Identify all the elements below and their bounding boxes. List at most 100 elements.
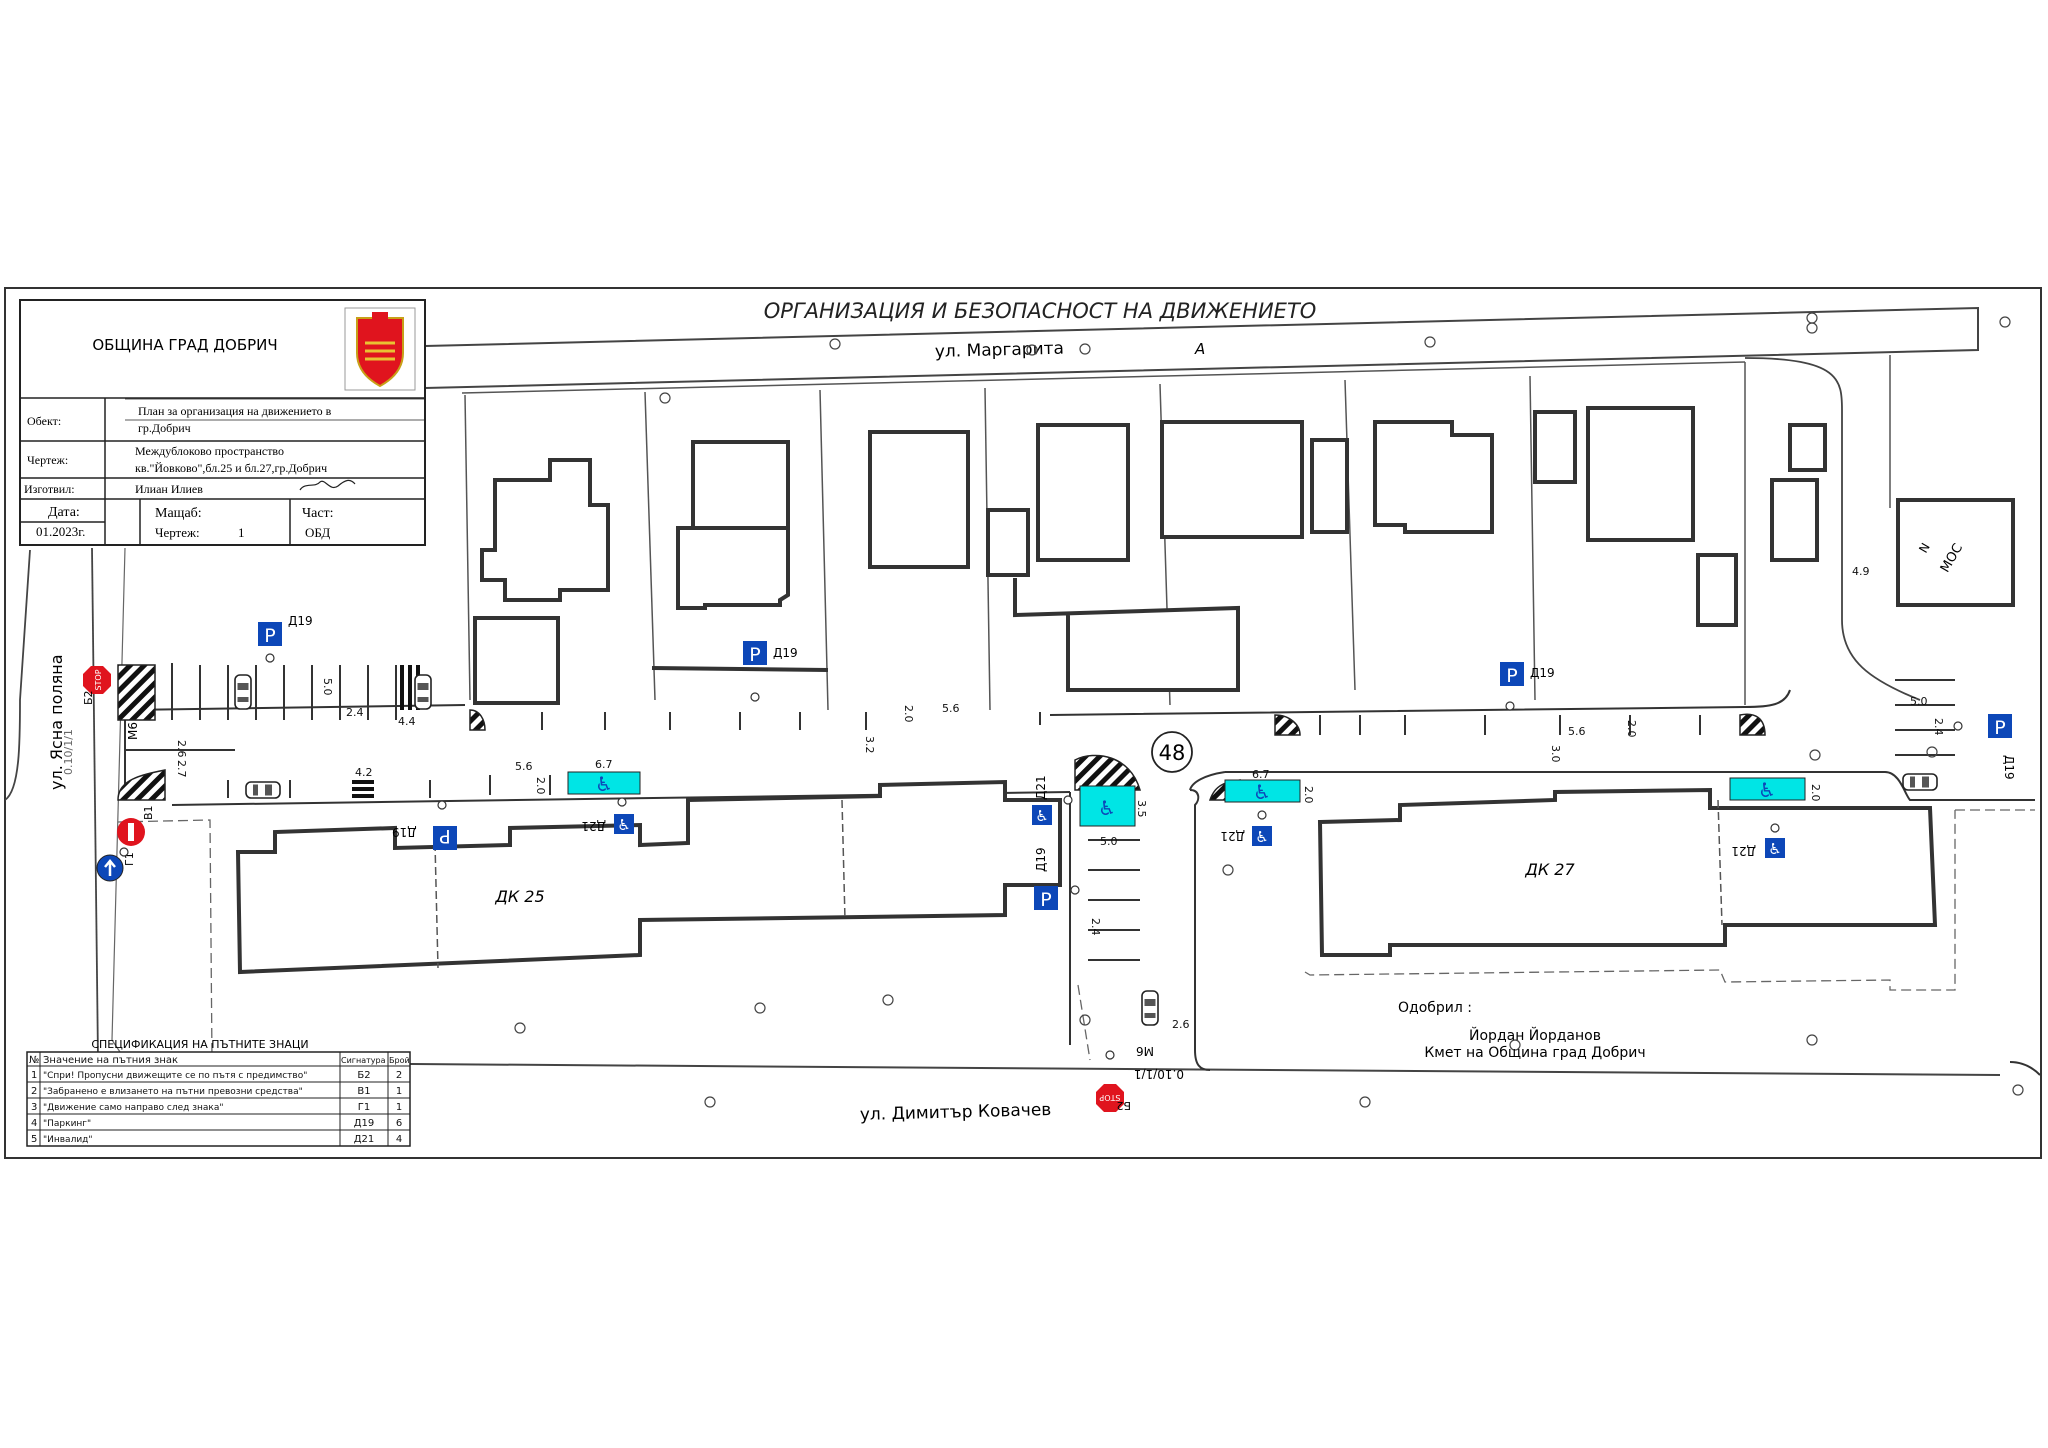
drawing-title: ОРГАНИЗАЦИЯ И БЕЗОПАСНОСТ НА ДВИЖЕНИЕТО	[764, 299, 1317, 323]
parking-sign: P	[1988, 714, 2012, 739]
svg-text:3.5: 3.5	[1135, 800, 1148, 818]
hatched-islands	[117, 664, 1766, 801]
tb-sheet-label: Чертеж:	[155, 525, 200, 540]
sign-b2-label-west: Б2	[82, 690, 95, 705]
svg-text:4: 4	[31, 1118, 37, 1129]
svg-text:В1: В1	[357, 1086, 370, 1097]
block-27-divider	[1717, 799, 1723, 926]
svg-text:♿: ♿	[1255, 828, 1268, 846]
marking-label-west: 0.10/1/1	[62, 729, 75, 775]
svg-text:P: P	[264, 625, 275, 647]
sign-d19-label-4: Д19	[2002, 755, 2016, 780]
parking-sign: P	[433, 825, 457, 850]
north-buildings	[473, 406, 2015, 705]
block-dashed-boundaries	[117, 809, 2035, 1061]
tb-drawing-value-1: Междублоково пространство	[135, 444, 284, 458]
svg-text:P: P	[439, 825, 450, 847]
tb-signature	[299, 479, 356, 491]
street-label-south: ул. Димитър Ковачев	[860, 1100, 1052, 1125]
svg-text:3.2: 3.2	[863, 736, 876, 754]
north-parking-strokes	[125, 663, 1955, 756]
sign-d19-label-3: Д19	[1530, 666, 1555, 680]
sign-d19-label-2: Д19	[773, 646, 798, 660]
svg-text:Д19: Д19	[354, 1118, 375, 1129]
svg-text:5.0: 5.0	[1100, 835, 1118, 848]
svg-text:5.6: 5.6	[515, 760, 533, 773]
sign-b1-label: В1	[142, 805, 155, 820]
tb-author-value: Илиан Илиев	[135, 482, 203, 496]
svg-text:2.4: 2.4	[1089, 918, 1102, 936]
svg-text:Г1: Г1	[358, 1102, 370, 1113]
svg-text:P: P	[1040, 889, 1051, 911]
svg-text:6.7: 6.7	[1252, 768, 1270, 781]
north-arrow-letter: А	[1194, 340, 1205, 358]
marking-label-south: 0.10/1/1	[1134, 1067, 1184, 1081]
tb-sheet-value: 1	[238, 525, 245, 540]
svg-text:1: 1	[396, 1086, 402, 1097]
m6-label-west: М6	[126, 722, 140, 740]
svg-text:STOP: STOP	[94, 669, 103, 690]
svg-text:3.0: 3.0	[1549, 745, 1562, 763]
svg-text:4.2: 4.2	[355, 766, 373, 779]
svg-text:"Движение само направо след зн: "Движение само направо след знака"	[43, 1103, 224, 1113]
sign-d21-label-2: Д21	[1034, 775, 1048, 800]
svg-text:2.6: 2.6	[175, 740, 188, 758]
spec-header-no: №	[29, 1055, 39, 1066]
parking-sign: P	[1034, 886, 1058, 911]
sign-posts	[119, 653, 1963, 1060]
svg-text:2.0: 2.0	[534, 777, 547, 795]
title-block-org: ОБЩИНА ГРАД ДОБРИЧ	[92, 336, 277, 354]
street-east-edge	[1744, 357, 1921, 701]
dobrich-crest-icon	[344, 307, 416, 391]
approval-label: Одобрил :	[1398, 1000, 1472, 1016]
svg-text:♿: ♿	[617, 816, 630, 834]
tb-date-value: 01.2023г.	[36, 524, 85, 539]
svg-text:2.0: 2.0	[1625, 720, 1638, 738]
block-25-outline	[235, 779, 1062, 975]
stop-sign-south: STOP	[1096, 1084, 1124, 1112]
svg-text:2.6: 2.6	[1172, 1018, 1190, 1031]
sign-d21-label-4: Д21	[1731, 844, 1756, 858]
disabled-sign: ♿ ♿ ♿ ♿	[614, 805, 1785, 858]
spec-table-title: СПЕЦИФИКАЦИЯ НА ПЪТНИТЕ ЗНАЦИ	[91, 1038, 308, 1051]
sign-d19-label-6: Д19	[1034, 847, 1048, 872]
spec-table	[26, 1051, 411, 1147]
svg-text:"Забранено е влизането на пътн: "Забранено е влизането на пътни превозни…	[43, 1087, 303, 1097]
svg-text:1: 1	[31, 1070, 37, 1081]
approval-name: Йордан Йорданов	[1469, 1026, 1601, 1044]
svg-text:♿: ♿	[1098, 796, 1116, 820]
disabled-parking-bays	[567, 771, 1806, 827]
svg-text:Б2: Б2	[357, 1070, 370, 1081]
tb-object-label: Обект:	[27, 414, 61, 428]
trees	[246, 312, 2024, 1108]
tb-drawing-value-2: кв."Йовково",бл.25 и бл.27,гр.Добрич	[135, 461, 327, 475]
svg-text:5.6: 5.6	[942, 702, 960, 715]
parking-sign: P	[743, 641, 767, 666]
block-25-label: ДК 25	[494, 887, 544, 906]
svg-text:2.4: 2.4	[346, 706, 364, 719]
disabled-bay-wheelchair-icons: ♿ ♿ ♿ ♿	[595, 772, 1776, 820]
svg-text:5.0: 5.0	[1910, 695, 1928, 708]
tb-scale-label: Мащаб:	[155, 506, 202, 521]
svg-text:"Спри! Пропусни движещите се п: "Спри! Пропусни движещите се по пътя с п…	[43, 1071, 307, 1081]
svg-text:2.0: 2.0	[1302, 786, 1315, 804]
m6-label-south: М6	[1136, 1044, 1154, 1058]
svg-text:♿: ♿	[1768, 840, 1781, 858]
street-label-west: ул. Ясна поляна	[47, 655, 66, 791]
street-yasna-polyana-west-edge	[4, 549, 31, 801]
sign-d19-label-5: Д19	[392, 825, 417, 839]
svg-text:2: 2	[31, 1086, 37, 1097]
drawing-border	[4, 287, 2042, 1159]
svg-text:6.7: 6.7	[595, 758, 613, 771]
svg-text:"Инвалид": "Инвалид"	[43, 1135, 93, 1145]
svg-text:2: 2	[396, 1070, 402, 1081]
svg-text:STOP: STOP	[1099, 1093, 1120, 1102]
svg-text:2.0: 2.0	[902, 705, 915, 723]
svg-text:Д21: Д21	[354, 1134, 375, 1145]
tb-part-value: ОБД	[305, 525, 330, 540]
block25-parking-strokes	[227, 775, 1140, 961]
svg-text:1: 1	[396, 1102, 402, 1113]
building-number-48: 48	[1159, 741, 1186, 765]
sign-d21-label-1: Д21	[581, 819, 606, 833]
